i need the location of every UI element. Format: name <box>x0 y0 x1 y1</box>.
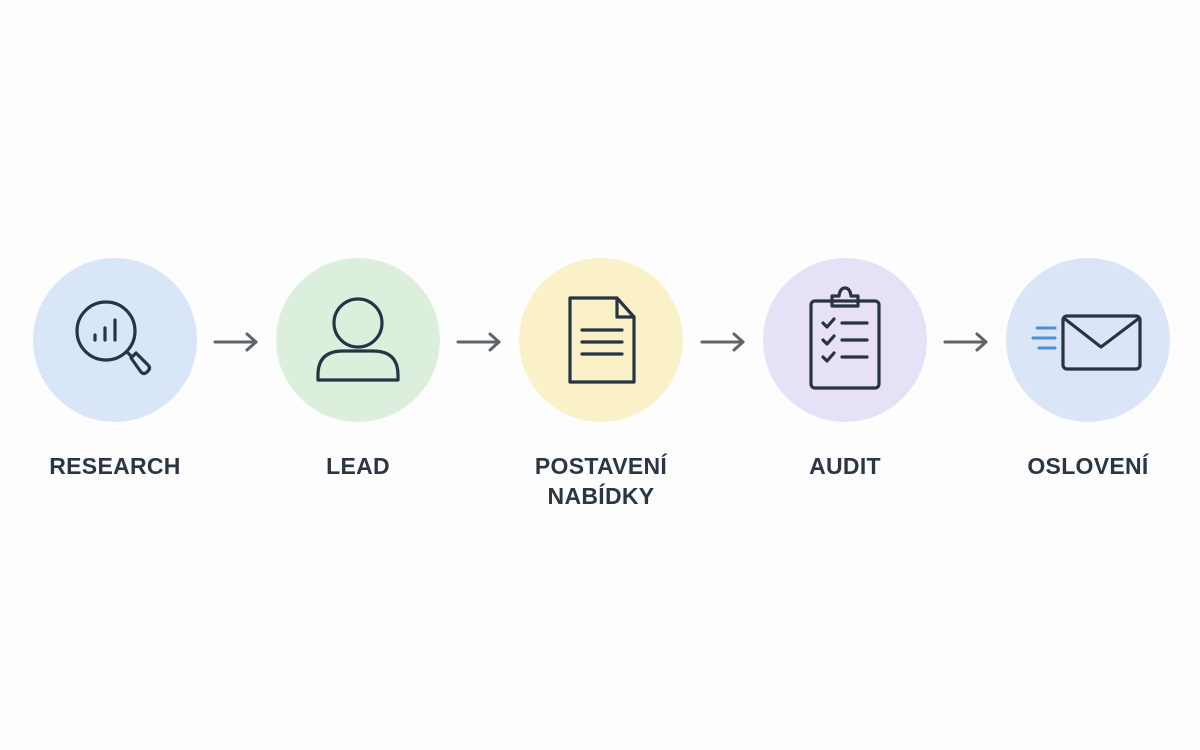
arrow-right-icon <box>456 332 501 352</box>
user-icon <box>316 297 400 382</box>
step-osloveni-circle <box>1006 258 1170 422</box>
arrow-3 <box>699 328 747 356</box>
step-postaveni-nabidky-circle <box>519 258 683 422</box>
step-research-label: RESEARCH <box>49 453 181 479</box>
step-lead-label: LEAD <box>326 453 390 479</box>
clipboard-checklist-icon <box>809 286 881 390</box>
arrow-right-icon <box>213 332 258 352</box>
arrow-right-icon <box>700 332 745 352</box>
step-osloveni: OSLOVENÍ <box>968 258 1200 481</box>
step-audit-circle <box>763 258 927 422</box>
envelope-icon <box>1031 314 1142 371</box>
step-research-circle <box>33 258 197 422</box>
arrow-2 <box>455 328 503 356</box>
step-audit-label: AUDIT <box>809 453 881 479</box>
step-lead-circle <box>276 258 440 422</box>
arrow-right-icon <box>943 332 988 352</box>
step-osloveni-label: OSLOVENÍ <box>1027 453 1149 479</box>
document-icon <box>568 296 636 384</box>
step-lead: LEAD <box>238 258 478 481</box>
step-research: RESEARCH <box>0 258 235 481</box>
step-audit: AUDIT <box>725 258 965 481</box>
step-postaveni-nabidky-label: POSTAVENÍ NABÍDKY <box>534 453 668 509</box>
step-postaveni-nabidky: POSTAVENÍ NABÍDKY <box>481 258 721 511</box>
arrow-1 <box>212 328 260 356</box>
arrow-4 <box>942 328 990 356</box>
magnifier-chart-icon <box>75 300 152 376</box>
